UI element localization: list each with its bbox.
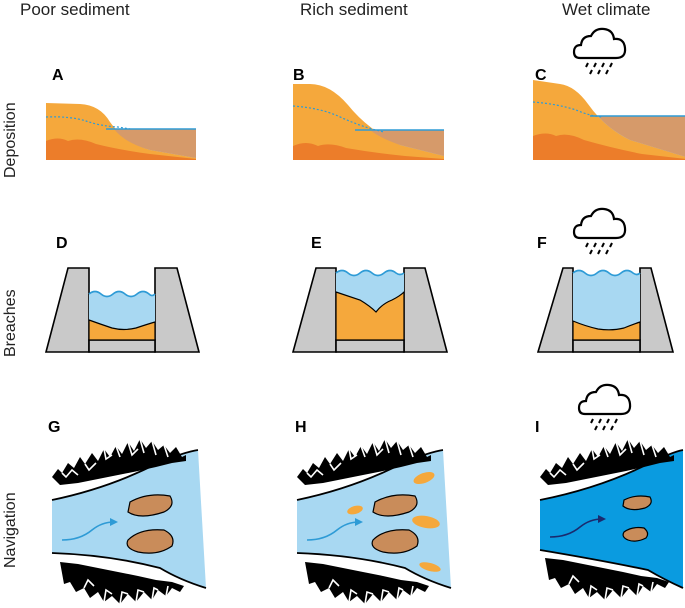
left-levee [536,267,574,353]
channel-bed [335,339,405,353]
groundwater-line [45,116,131,130]
left-levee [291,267,337,353]
rain-cloud-icon [572,27,627,76]
rain-cloud-icon [577,383,632,432]
river-channel [297,450,451,588]
sediment-bar [347,505,363,515]
column-title-rich-sediment: Rich sediment [300,0,408,19]
panel-navigation-poor: G [48,419,207,605]
right-levee [154,267,201,353]
channel-water [573,270,640,340]
water-wave-line [572,269,641,277]
row-label-breaches: Breaches [2,289,19,357]
bedrock-layer [46,138,196,160]
submerged-sediment [598,116,685,157]
panel-breach-rich: E [291,235,449,353]
left-levee [44,267,90,353]
rain-cloud-icon [572,207,627,256]
panel-deposition-rich: B [292,67,444,160]
flow-arrow-icon [306,521,360,541]
lower-riverbank [51,552,207,589]
submerged-sediment [370,130,444,156]
sediment-bar [419,562,441,572]
sand-island [371,529,419,554]
sediment-bar [413,471,435,485]
panel-letter-h: H [295,419,307,436]
right-levee [403,267,449,353]
panel-deposition-wet: C [532,27,685,160]
panel-deposition-poor: A [45,67,196,160]
river-channel [52,450,206,588]
flow-arrow-head [110,518,118,526]
column-title-wet-climate: Wet climate [562,0,651,19]
sediment-fill [88,319,156,341]
panel-letter-a: A [52,67,64,84]
panel-navigation-rich: H [295,419,452,605]
sand-island [372,494,418,517]
sediment-deposit [293,84,444,160]
panel-letter-d: D [56,235,68,252]
panel-breach-wet: F [536,207,675,353]
sediment-fill [335,290,405,341]
river-channel [540,450,683,588]
lower-riverbank [296,552,452,589]
groundwater-line [532,101,603,118]
sand-island [622,495,652,511]
sediment-fill [572,320,641,341]
channel-bed [572,339,641,353]
bedrock-layer [293,143,444,160]
bedrock-layer [533,133,685,160]
column-title-poor-sediment: Poor sediment [20,0,130,19]
lower-riverbank [539,549,684,589]
flow-arrow-icon [61,521,115,541]
panel-breach-poor: D [44,235,201,353]
submerged-sediment [114,129,196,158]
panel-letter-g: G [48,419,60,436]
panel-letter-c: C [535,67,547,84]
flow-arrow-head [355,518,363,526]
groundwater-line [292,105,385,133]
channel-bed [88,339,156,353]
flow-arrow-icon [549,518,603,538]
sand-island [622,526,649,542]
panel-letter-e: E [311,235,322,252]
sediment-bar [412,515,440,529]
panel-letter-i: I [535,419,539,436]
row-label-navigation: Navigation [2,492,19,568]
water-wave-line [88,290,156,298]
sand-island [127,494,173,517]
flow-arrow-head [598,515,606,523]
panel-letter-f: F [537,235,547,252]
right-levee [639,267,675,353]
panel-letter-b: B [293,67,305,84]
sand-island [126,529,174,554]
water-wave-line [335,269,405,277]
row-label-deposition: Deposition [2,102,19,178]
panel-navigation-wet: I [535,383,684,601]
